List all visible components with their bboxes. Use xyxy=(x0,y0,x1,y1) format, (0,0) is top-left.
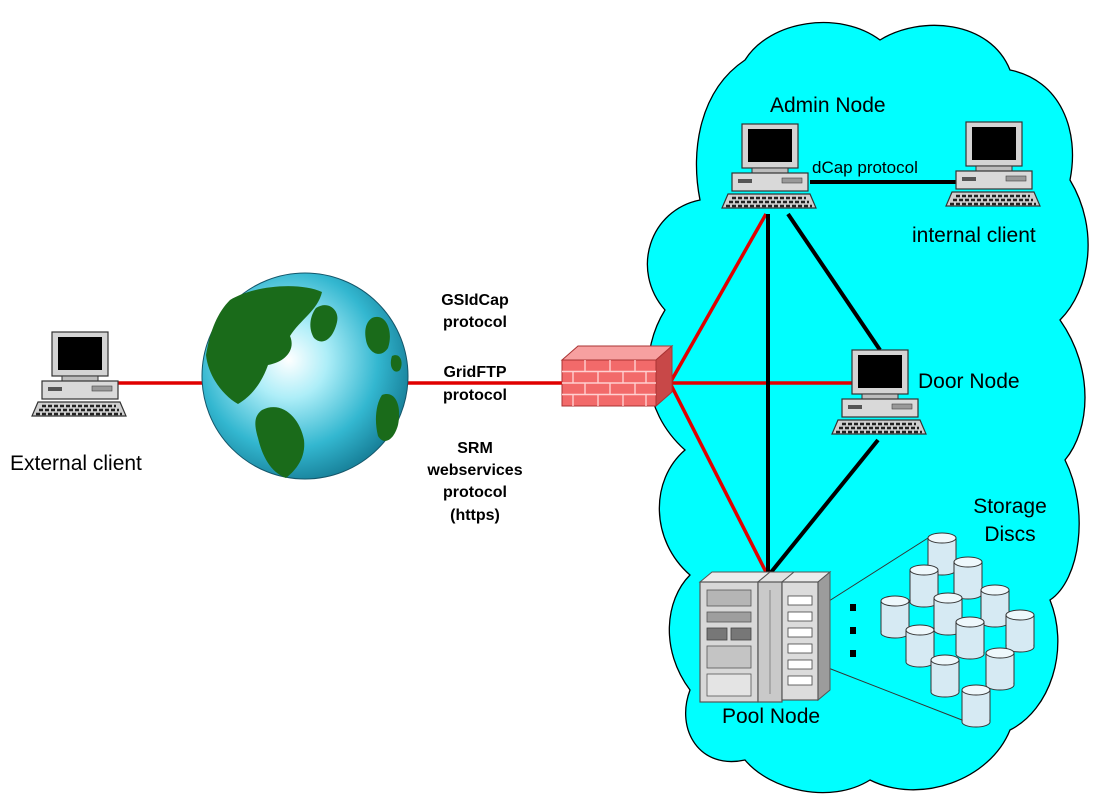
disc-cylinder-icon xyxy=(930,654,960,698)
disc-connector-lines xyxy=(817,537,963,721)
disc-cylinder-icon xyxy=(905,624,935,668)
pool-node-label: Pool Node xyxy=(722,705,820,728)
gsidcap-line-2: protocol xyxy=(443,314,507,331)
gridftp-line-1: GridFTP xyxy=(443,364,506,381)
gsidcap-line-1: GSIdCap xyxy=(441,292,509,309)
firewall-icon xyxy=(560,344,674,408)
external-client-label: External client xyxy=(10,452,142,475)
protocol-labels: GSIdCap protocol GridFTP protocol SRM we… xyxy=(426,292,522,524)
srm-line-2: webservices xyxy=(426,462,522,479)
srm-line-1: SRM xyxy=(457,440,493,457)
storage-discs-label-line-1: Storage xyxy=(973,495,1047,518)
external-client-computer-icon xyxy=(30,330,128,418)
disc-cylinder-icon xyxy=(961,684,991,728)
disc-cylinder-icon xyxy=(880,595,910,639)
door-node-label: Door Node xyxy=(918,370,1020,393)
srm-line-3: protocol xyxy=(443,484,507,501)
more-discs-dots xyxy=(850,604,856,657)
storage-discs-label-line-2: Discs xyxy=(984,523,1035,546)
gridftp-line-2: protocol xyxy=(443,387,507,404)
disc-cylinder-icon xyxy=(953,556,983,600)
dcap-protocol-label: dCap protocol xyxy=(812,158,918,177)
disc-cylinder-icon xyxy=(985,647,1015,691)
lan-link-lines xyxy=(766,180,966,578)
internal-client-label: internal client xyxy=(912,224,1036,247)
admin-node-label: Admin Node xyxy=(770,94,886,117)
disc-cylinder-icon xyxy=(1005,609,1035,653)
server-rack-icon xyxy=(698,570,832,703)
disc-cylinder-icon xyxy=(980,584,1010,628)
srm-line-4: (https) xyxy=(450,507,500,524)
globe-icon xyxy=(201,272,409,480)
disc-cylinder-icon xyxy=(955,616,985,660)
